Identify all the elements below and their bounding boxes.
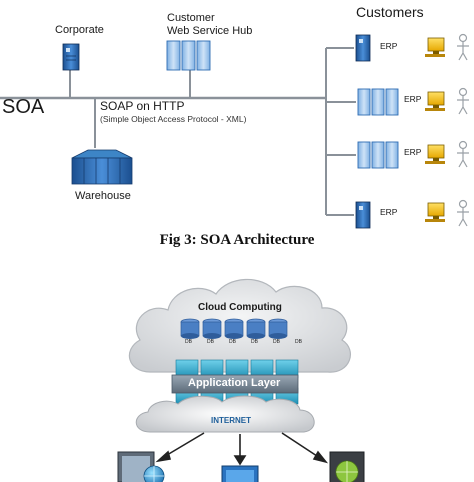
erp-label: ERP: [380, 41, 398, 51]
monitor-icon: [425, 91, 445, 111]
database-icon: [202, 318, 222, 339]
database-icon: [268, 318, 288, 339]
globe-icon: [143, 465, 165, 482]
person-icon: [457, 33, 469, 61]
customer-branches: [326, 47, 356, 216]
customer-monitors: [425, 37, 445, 222]
cloud-computing-label: Cloud Computing: [198, 302, 282, 313]
person-icon: [457, 140, 469, 168]
db-label: DB: [273, 339, 280, 345]
device-arrows: [155, 432, 329, 466]
application-layer-label: Application Layer: [188, 377, 281, 389]
customer-row-2: [357, 88, 399, 116]
customer-persons: [457, 33, 469, 227]
monitor-icon: [425, 202, 445, 222]
protocol-label: SOAP on HTTP: [100, 99, 185, 113]
database-icons: [180, 318, 288, 339]
soa-label: SOA: [2, 96, 45, 118]
protocol-sub-label: (Simple Object Access Protocol - XML): [100, 114, 247, 124]
customer-server-icon: [357, 88, 371, 116]
internet-cloud: [135, 395, 315, 433]
customer-server-icon: [355, 201, 371, 229]
corporate-server-icon: [62, 43, 80, 71]
erp-label: ERP: [404, 147, 422, 157]
database-icon: [224, 318, 244, 339]
hub-label-line1: Customer: [167, 12, 215, 24]
database-icon: [180, 318, 200, 339]
customer-row-4: [355, 201, 371, 229]
customer-server-icon: [357, 141, 371, 169]
hub-servers-icon: [166, 40, 211, 71]
database-icon: [246, 318, 266, 339]
internet-label: INTERNET: [211, 416, 251, 425]
erp-label: ERP: [404, 94, 422, 104]
corporate-label: Corporate: [55, 24, 104, 36]
db-label: DB: [251, 339, 258, 345]
person-icon: [457, 199, 469, 227]
person-icon: [457, 87, 469, 115]
application-layer-bar: [171, 374, 299, 394]
db-label: DB: [185, 339, 192, 345]
monitor-device-icon: [221, 465, 259, 482]
warehouse-label: Warehouse: [75, 190, 131, 202]
db-label: DB: [229, 339, 236, 345]
monitor-icon: [425, 144, 445, 164]
figure-caption: Fig 3: SOA Architecture: [159, 232, 315, 248]
customers-label: Customers: [356, 4, 424, 20]
tablet-globe-icon: [329, 451, 365, 482]
customer-row-3: [357, 141, 399, 169]
customer-server-icon: [355, 34, 371, 62]
db-label: DB: [295, 339, 302, 345]
warehouse-icon: [71, 149, 133, 185]
db-label: DB: [207, 339, 214, 345]
monitor-icon: [425, 37, 445, 57]
customer-row-1: [355, 34, 371, 62]
erp-label: ERP: [380, 207, 398, 217]
hub-label-line2: Web Service Hub: [167, 25, 253, 37]
